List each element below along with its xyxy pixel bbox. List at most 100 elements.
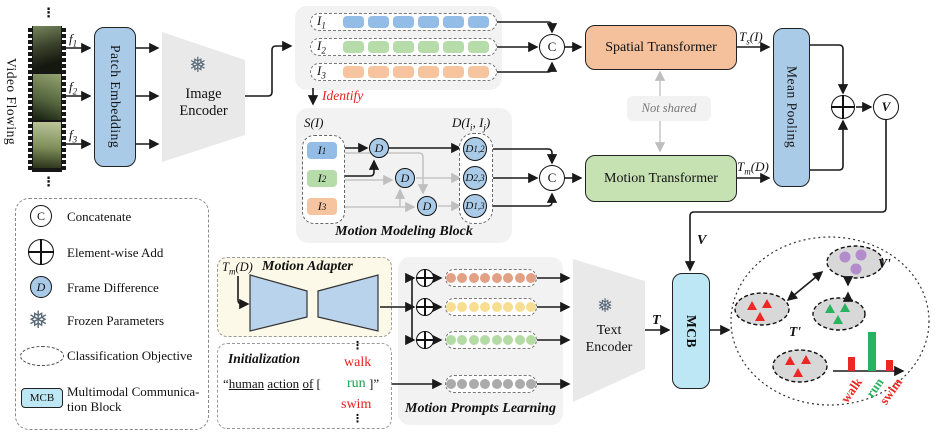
- token: [526, 302, 536, 312]
- token: [368, 41, 389, 53]
- token: [468, 273, 479, 283]
- frame-diff-node-1: D: [369, 138, 389, 158]
- mmb-black-arrows: [339, 142, 771, 207]
- mmb-title: Motion Modeling Block: [335, 224, 473, 239]
- video-cluster-dots: [839, 249, 867, 275]
- class-dots-bottom: ⋮: [352, 412, 363, 425]
- legend-objective-label: Classification Objective: [67, 348, 193, 363]
- token: [443, 16, 464, 28]
- token: [514, 273, 525, 283]
- class-word-swim: swim: [341, 397, 372, 412]
- token: [468, 41, 489, 53]
- video-frame-3: [33, 122, 61, 168]
- text-cluster-triangles: [747, 299, 811, 377]
- v-prime-label: V': [878, 256, 891, 271]
- bar-swim: [886, 360, 893, 371]
- token: [393, 41, 414, 53]
- token: [480, 335, 491, 345]
- token: [503, 335, 514, 345]
- cluster-ellipses: [734, 245, 884, 383]
- class-word-walk: walk: [344, 355, 372, 370]
- token: [418, 66, 439, 78]
- token: [393, 16, 414, 28]
- classification-objective-ellipse: [730, 236, 930, 406]
- token: [468, 302, 479, 312]
- legend-frozen-label: Frozen Parameters: [67, 313, 165, 328]
- legend-add-icon: [28, 239, 54, 265]
- elementwise-add-node: [831, 95, 855, 119]
- spatial-transformer-label: Spatial Transformer: [605, 39, 717, 55]
- token: [514, 302, 525, 312]
- prompt-add-node-3: [416, 331, 434, 349]
- t-edge-label: T: [652, 313, 661, 328]
- token: [526, 273, 536, 283]
- token: [514, 379, 525, 389]
- token: [480, 379, 491, 389]
- token: [443, 66, 464, 78]
- legend-concat-icon: C: [30, 205, 52, 227]
- video-flowing-label: Video Flowing: [4, 58, 19, 146]
- class-dots-top: ⋮: [352, 339, 363, 352]
- frame-diff-node-2: D: [395, 168, 415, 188]
- token: [480, 302, 491, 312]
- token: [526, 335, 536, 345]
- token: [343, 66, 364, 78]
- prompt-add-node-2: [416, 298, 434, 316]
- objective-arrows: [786, 271, 905, 377]
- token: [468, 66, 489, 78]
- token: [343, 41, 364, 53]
- token: [468, 335, 479, 345]
- image-encoder-trapezoid: [162, 32, 245, 162]
- token: [457, 273, 468, 283]
- t-prime-label: T': [789, 324, 801, 339]
- token: [503, 379, 514, 389]
- patch-embedding-label: Patch Embedding: [108, 45, 123, 149]
- identify-label: Identify: [322, 88, 364, 103]
- mmb-gray-arrows: [339, 152, 462, 213]
- motion-adapter-title: Motion Adapter: [262, 259, 353, 274]
- token-row-i3: I3: [310, 63, 497, 81]
- initialization-box: [217, 343, 392, 429]
- ts-of-i-label: Ts(I): [739, 29, 763, 47]
- matched-cluster-triangles: [825, 303, 850, 324]
- token: [368, 16, 389, 28]
- text-encoder-trapezoid: [573, 259, 645, 402]
- legend-mcb-label: Multimodal Communica-tion Block: [67, 384, 200, 414]
- frame-arrows: [66, 40, 293, 150]
- token-concat-arrows: [307, 21, 771, 106]
- token-row-label: I3: [317, 63, 326, 81]
- token-pills: [343, 41, 489, 53]
- prompt-row-1: [445, 269, 537, 287]
- legend-concat-label: Concatenate: [67, 209, 132, 224]
- prompt-arrows: [237, 272, 731, 390]
- token: [446, 335, 456, 345]
- spatial-transformer-box: Spatial Transformer: [585, 25, 737, 70]
- frame-label-f3: f3: [69, 127, 78, 145]
- prompt-phrase-close: ]”: [369, 376, 380, 391]
- token: [393, 66, 414, 78]
- v-output-node: V: [873, 94, 899, 120]
- legend-frame-diff-icon: D: [30, 276, 52, 298]
- mean-pooling-label: Mean Pooling: [784, 66, 800, 149]
- token: [491, 335, 502, 345]
- bar-run: [868, 332, 876, 371]
- token: [457, 302, 468, 312]
- token-row-i2: I2: [310, 38, 497, 56]
- legend-add-label: Element-wise Add: [67, 245, 164, 260]
- frame-diff-node-3: D: [417, 196, 437, 216]
- mcb-label: MCB: [684, 314, 699, 348]
- token: [491, 302, 502, 312]
- token: [446, 302, 456, 312]
- token: [491, 273, 502, 283]
- adapter-input-label: Tm(D): [222, 260, 253, 277]
- token: [418, 41, 439, 53]
- film-dots-bottom: ⋮: [42, 175, 55, 190]
- prompt-add-node-1: [416, 269, 434, 287]
- adapter-down-trapezoid: [249, 274, 308, 332]
- token-row-label: I2: [317, 38, 326, 56]
- d-of-ii-ij-label: D(Ii, Ij): [452, 115, 491, 133]
